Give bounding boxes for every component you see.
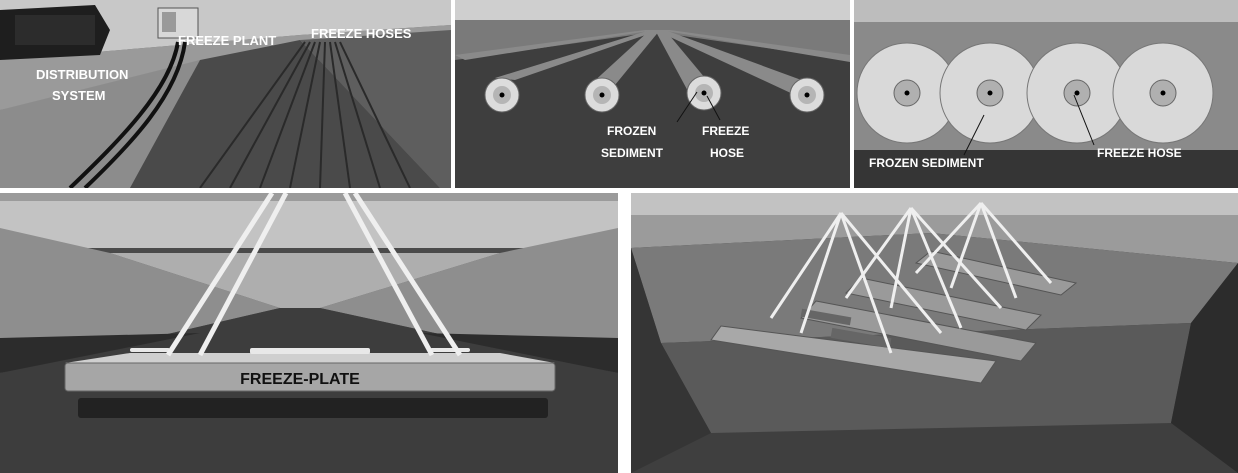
freeze-plate-label: FREEZE-PLATE: [240, 371, 360, 388]
hose-streaks: [455, 30, 850, 95]
hose-closeup-scene: FROZEN SEDIMENT FREEZE HOSE: [455, 0, 850, 188]
frozen-columns-scene: FROZEN SEDIMENT FREEZE HOSE: [854, 0, 1238, 188]
distribution-machinery: [0, 5, 110, 60]
freeze-plant-unit: [157, 7, 199, 39]
freeze-plant-label: FREEZE PLANT: [178, 33, 276, 48]
freeze-plate-front: [710, 325, 997, 384]
frozen-sediment-label-2: SEDIMENT: [601, 146, 664, 160]
callout-lines: [676, 91, 721, 123]
freeze-plate-back: [914, 250, 1078, 296]
freeze-hoses-label: FREEZE HOSES: [311, 26, 412, 41]
hose-lines: [769, 201, 1053, 354]
panel-frozen-columns: FROZEN SEDIMENT FREEZE HOSE: [854, 0, 1238, 188]
freeze-hose-label-2: HOSE: [710, 146, 744, 160]
overview-scene: DISTRIBUTION SYSTEM FREEZE PLANT FREEZE …: [0, 0, 451, 188]
distribution-pipes: [68, 41, 187, 188]
freeze-plate: FREEZE-PLATE: [64, 348, 556, 418]
hose-field: [130, 40, 440, 188]
callout-lines: [963, 94, 1095, 156]
distribution-system-label: DISTRIBUTION: [36, 67, 128, 82]
frozen-sediment-label: FROZEN: [607, 124, 656, 138]
freeze-hose-lines: [199, 41, 411, 188]
frozen-sediment-columns: [856, 42, 1214, 144]
panel-multiple-freeze-plates: [631, 193, 1238, 473]
panel-freeze-plate: FREEZE-PLATE: [0, 193, 618, 473]
freeze-hose-cross-sections: [484, 75, 825, 113]
distribution-system-label-2: SYSTEM: [52, 88, 105, 103]
freeze-hose-label: FREEZE: [702, 124, 749, 138]
panel-freeze-hose-closeup: FROZEN SEDIMENT FREEZE HOSE: [455, 0, 850, 188]
frozen-sediment-label: FROZEN SEDIMENT: [869, 156, 984, 170]
freeze-hose-label: FREEZE HOSE: [1097, 146, 1182, 160]
multiple-plates-scene: [631, 193, 1238, 473]
freeze-plate-scene: FREEZE-PLATE: [0, 193, 618, 473]
plate-stack: [710, 250, 1078, 384]
hose-lines: [165, 193, 463, 357]
panel-freeze-plant-overview: DISTRIBUTION SYSTEM FREEZE PLANT FREEZE …: [0, 0, 451, 188]
